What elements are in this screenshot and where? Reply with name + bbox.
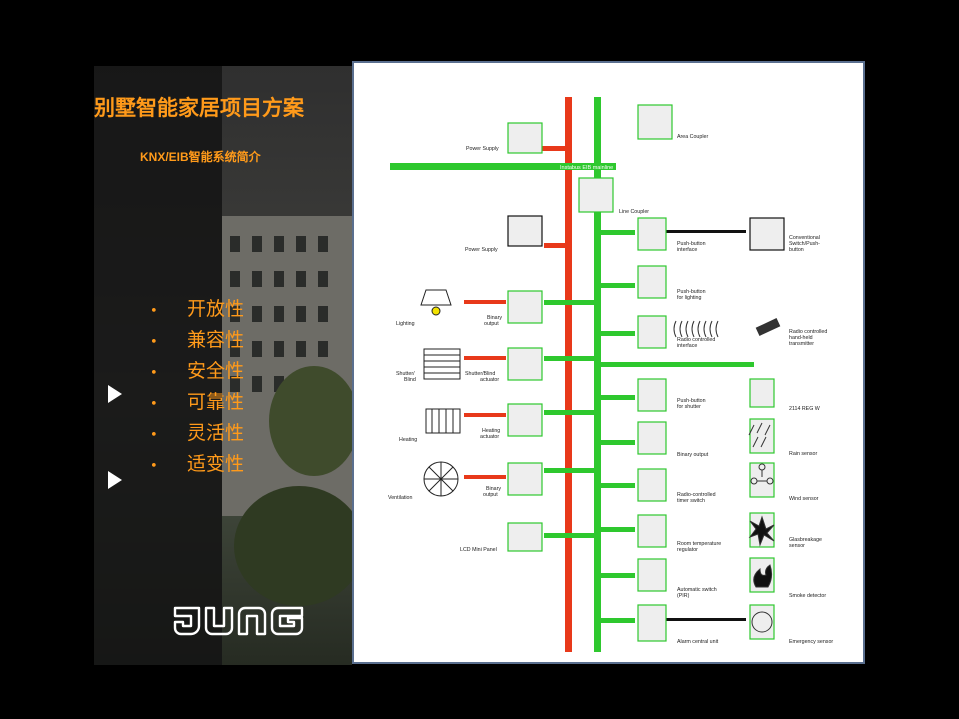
remote-icon <box>755 318 781 336</box>
radiator-icon <box>425 408 461 434</box>
auto-switch-device <box>637 558 667 592</box>
timer-switch-device <box>637 468 667 502</box>
bullet-icon: • <box>150 397 158 412</box>
mainline-bus <box>390 163 616 170</box>
alarm-unit-device <box>637 604 667 642</box>
bullet-icon: • <box>150 459 158 474</box>
line-coupler-label: Line Coupler <box>619 209 649 215</box>
play-arrow-icon[interactable] <box>108 385 122 403</box>
conventional-switch-device <box>749 217 785 251</box>
pushbutton-interface-device <box>637 217 667 251</box>
rain-sensor-device <box>749 418 775 454</box>
glass-break-icon <box>748 515 775 547</box>
feature-label: 安全性 <box>187 360 245 382</box>
lcd-panel-label: LCD Mini Panel <box>460 547 497 553</box>
bullet-icon: • <box>150 428 158 443</box>
area-coupler-device <box>637 104 673 140</box>
ventilation-label: Ventilation <box>388 495 412 501</box>
emergency-sensor-label: Emergency sensor <box>789 639 833 645</box>
list-item: • 灵活性 <box>150 418 244 449</box>
list-item: • 可靠性 <box>150 387 244 418</box>
jung-logo <box>173 606 304 636</box>
slide-title: 别墅智能家居项目方案 <box>94 95 304 120</box>
feature-label: 灵活性 <box>187 422 245 444</box>
heating-actuator-device <box>507 403 543 437</box>
bus-lines <box>390 97 754 652</box>
feature-label: 兼容性 <box>187 329 245 351</box>
overlay-strip <box>94 66 222 665</box>
shutter-blind-label: Shutter/Blind <box>396 371 416 383</box>
flame-icon <box>753 564 773 588</box>
alarm-unit-label: Alarm central unit <box>677 639 719 645</box>
bullet-icon: • <box>150 304 158 319</box>
blind-icon <box>423 348 461 380</box>
pushbutton-lighting-device <box>637 265 667 299</box>
mainline-label: Instabus EIB mainline <box>560 165 613 171</box>
shutter-actuator-device <box>507 347 543 381</box>
list-item: • 开放性 <box>150 294 244 325</box>
heating-label: Heating <box>399 437 417 443</box>
knx-diagram: Instabus EIB mainline <box>352 61 865 664</box>
radio-interface-device <box>637 315 667 349</box>
sensor-icons <box>673 318 781 633</box>
background-photo <box>94 66 352 665</box>
list-item: • 适变性 <box>150 449 244 480</box>
power-supply-top-device <box>507 122 543 154</box>
emergency-sensor-device <box>749 604 775 640</box>
lighting-label: Lighting <box>396 321 415 327</box>
list-item: • 安全性 <box>150 356 244 387</box>
wind-sensor-label: Wind sensor <box>789 496 819 502</box>
binary-output-2-label: Binary output <box>677 452 709 458</box>
binary-output-2-device <box>637 421 667 455</box>
binary-output-3-device <box>507 462 543 496</box>
feature-label: 开放性 <box>187 298 245 320</box>
power-supply-top-label: Power Supply <box>466 146 499 152</box>
lamp-icon <box>420 289 452 306</box>
bullet-icon: • <box>150 366 158 381</box>
feature-list: • 开放性 • 兼容性 • 安全性 • 可靠性 • 灵活性 • 适变性 <box>150 294 244 480</box>
auto-switch-label: Automatic switch(PIR) <box>677 587 717 599</box>
radio-waves-icon <box>673 320 719 338</box>
feature-label: 适变性 <box>187 453 245 475</box>
slide-subtitle: KNX/EIB智能系统简介 <box>140 150 261 164</box>
binary-output-device <box>507 290 543 324</box>
emergency-icon <box>751 611 773 633</box>
reg-2114-device <box>749 378 775 408</box>
power-supply-label: Power Supply <box>465 247 498 253</box>
reg-2114-label: 2114 REG W <box>789 406 820 412</box>
wind-sensor-device <box>749 462 775 498</box>
area-coupler-label: Area Coupler <box>677 134 708 140</box>
rain-sensor-label: Rain sensor <box>789 451 817 457</box>
smoke-detector-label: Smoke detector <box>789 593 826 599</box>
list-item: • 兼容性 <box>150 325 244 356</box>
feature-label: 可靠性 <box>187 391 245 413</box>
appliances <box>420 289 461 497</box>
bullet-icon: • <box>150 335 158 350</box>
room-temp-device <box>637 514 667 548</box>
line-coupler-device <box>578 177 614 213</box>
power-supply-device <box>507 215 543 247</box>
play-arrow-icon[interactable] <box>108 471 122 489</box>
pushbutton-shutter-device <box>637 378 667 412</box>
lcd-panel-device <box>507 522 543 552</box>
